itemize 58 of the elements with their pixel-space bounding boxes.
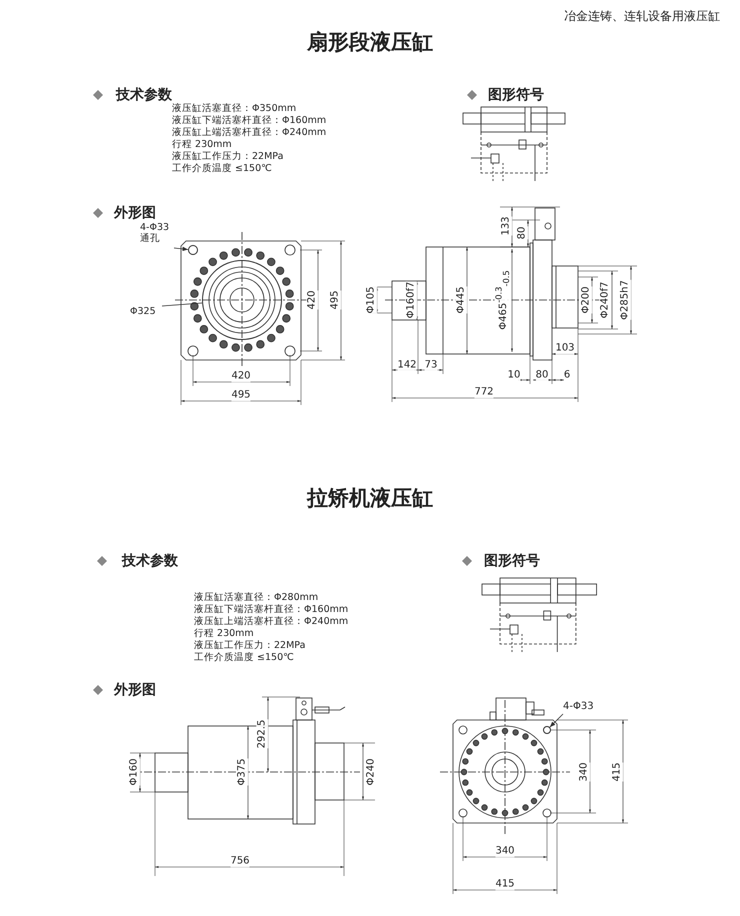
- page-header: 冶金连铸、连轧设备用液压缸: [564, 10, 720, 24]
- dimension-label: 340: [495, 845, 515, 857]
- dimension-label: 292.5: [256, 720, 268, 748]
- section-title: 扇形段液压缸: [307, 30, 433, 54]
- section-heading: 图形符号: [484, 553, 540, 570]
- dimension-label: 756: [230, 855, 250, 867]
- dimension-label: Φ285h7: [619, 280, 631, 320]
- parameter-line: 工作介质温度 ≤150℃: [194, 653, 294, 664]
- leader-line: [162, 302, 203, 306]
- callout-text: 4-Φ33 通孔: [140, 222, 174, 248]
- parameter-line: 行程 230mm: [172, 140, 232, 151]
- dimension-label: 6: [564, 369, 570, 381]
- dimension-label: Φ200: [580, 286, 592, 314]
- dimension-label: Φ160: [128, 758, 140, 786]
- callout-text: 4-Φ33: [563, 701, 605, 714]
- dimension-label: 10: [508, 369, 520, 381]
- dimension-label: 80: [536, 369, 548, 381]
- dimension-label: Φ240f7: [599, 282, 611, 318]
- dimension-label: Φ240: [365, 758, 377, 786]
- dimension-label: 340: [578, 762, 590, 782]
- parameter-line: 液压缸工作压力：22MPa: [194, 641, 306, 652]
- leader-line: [174, 246, 188, 252]
- dimension-label: 420: [306, 290, 318, 310]
- dimension-label: 415: [611, 762, 623, 782]
- section-heading: 外形图: [114, 205, 156, 222]
- dimension-label: 772: [474, 386, 494, 398]
- callout-text: Φ325: [130, 306, 162, 319]
- dimension-label: Φ105: [365, 286, 377, 314]
- parameter-line: 行程 230mm: [194, 629, 254, 640]
- dimension-label: 415: [495, 878, 515, 890]
- section-heading: 技术参数: [122, 553, 178, 570]
- section-heading: 图形符号: [488, 87, 544, 104]
- parameter-line: 液压缸活塞直径：Φ350mm: [172, 104, 296, 115]
- parameter-line: 液压缸下端活塞杆直径：Φ160mm: [194, 605, 348, 616]
- parameter-line: 液压缸活塞直径：Φ280mm: [194, 593, 318, 604]
- leader-line: [549, 714, 564, 728]
- section-title: 拉矫机液压缸: [307, 486, 433, 510]
- parameter-line: 液压缸上端活塞杆直径：Φ240mm: [194, 617, 348, 628]
- dimension-label: 103: [555, 342, 575, 354]
- pitch-circle: [202, 260, 282, 340]
- dimension-label: 420: [231, 370, 251, 382]
- parameter-line: 液压缸下端活塞杆直径：Φ160mm: [172, 116, 326, 127]
- dimension-label: 80: [516, 226, 528, 240]
- dimension-label: 133: [500, 216, 512, 236]
- dimension-label: Φ445: [455, 286, 467, 314]
- bolt-hole: [543, 726, 551, 734]
- section-heading: 技术参数: [116, 87, 172, 104]
- dimension-label: Φ160f7: [405, 282, 417, 318]
- dimension-label: 142: [397, 359, 417, 371]
- dimension-label: 73: [424, 359, 438, 371]
- bolt-hole: [188, 245, 198, 255]
- section-heading: 外形图: [114, 682, 156, 698]
- dimension-label: 495: [329, 290, 341, 310]
- parameter-line: 液压缸上端活塞杆直径：Φ240mm: [172, 128, 326, 139]
- dimension-label: Φ375: [236, 758, 248, 786]
- parameter-line: 工作介质温度 ≤150℃: [172, 164, 272, 175]
- dimension-label: 495: [231, 389, 251, 401]
- parameter-line: 液压缸工作压力：22MPa: [172, 152, 284, 163]
